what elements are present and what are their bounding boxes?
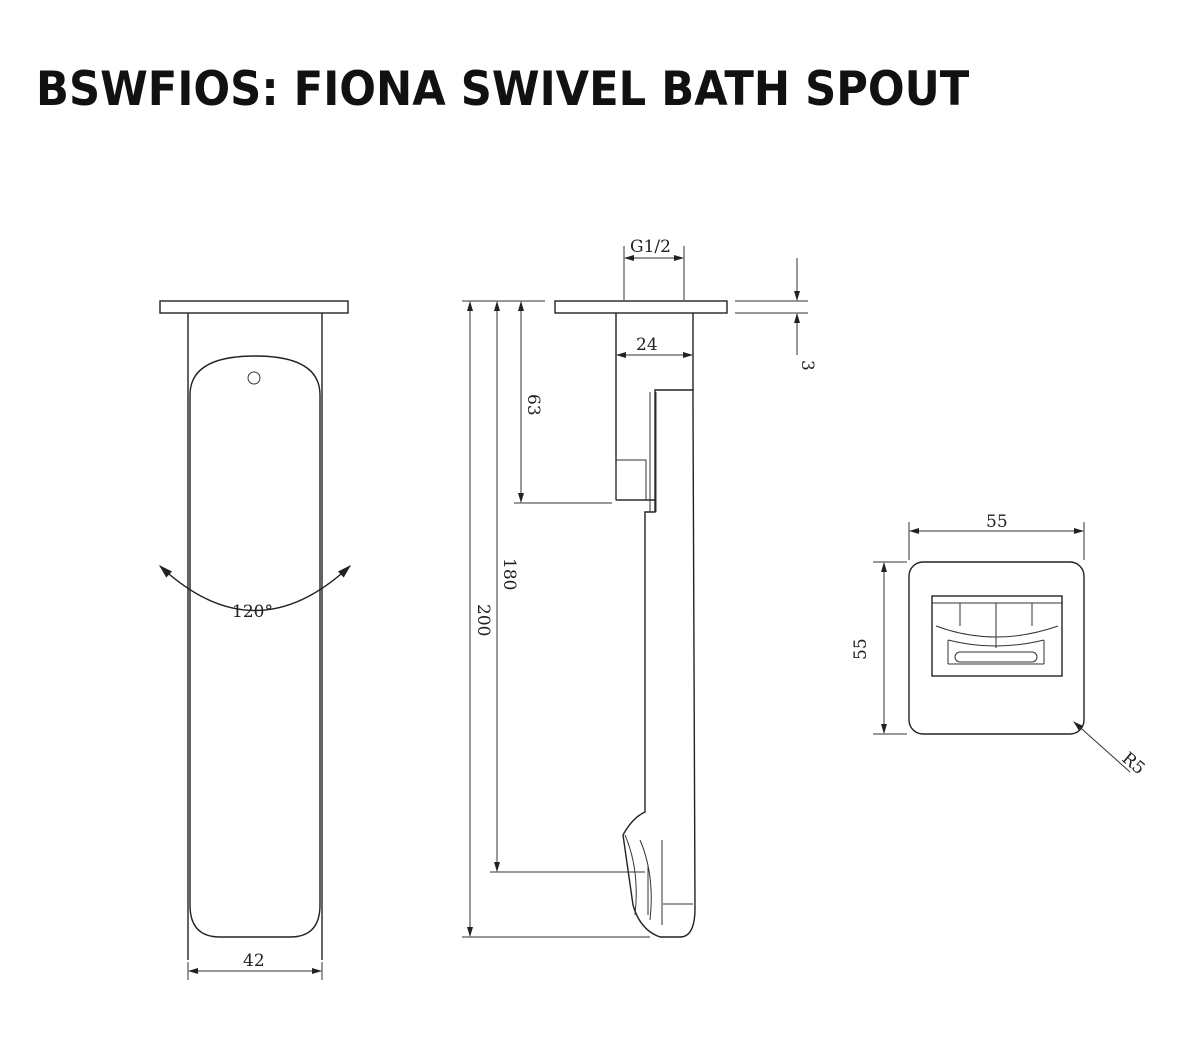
front-spout-body [189, 355, 321, 938]
thread-label: G1/2 [630, 237, 671, 257]
mount-depth-label: 63 [523, 394, 543, 416]
front-mount-plate [159, 300, 349, 314]
swivel-arc [158, 565, 352, 612]
mount-width-label: 24 [636, 335, 658, 355]
page-title: BSWFIOS: FIONA SWIVEL BATH SPOUT [36, 62, 970, 117]
overall-height-label: 200 [473, 604, 493, 636]
front-spout-hole [247, 371, 261, 385]
plate-thickness-label: 3 [797, 360, 817, 371]
spout-height-label: 180 [499, 558, 519, 590]
plate-width-label: 55 [986, 512, 1008, 532]
corner-radius-label: R5 [1118, 749, 1149, 780]
plan-spout-outlet [931, 595, 1063, 677]
front-width-label: 42 [243, 951, 265, 971]
side-view: 200 180 63 G1/2 24 3 [462, 237, 817, 938]
plate-height-label: 55 [851, 638, 871, 660]
side-spout-body [622, 389, 696, 938]
side-mount-plate [554, 300, 728, 314]
plan-mount-plate [908, 561, 1085, 735]
corner-radius-leader [1073, 721, 1131, 773]
plan-view: 55 55 R5 [851, 512, 1149, 779]
swivel-angle-label: 120° [232, 602, 273, 622]
front-view: 120° 42 [158, 300, 352, 980]
